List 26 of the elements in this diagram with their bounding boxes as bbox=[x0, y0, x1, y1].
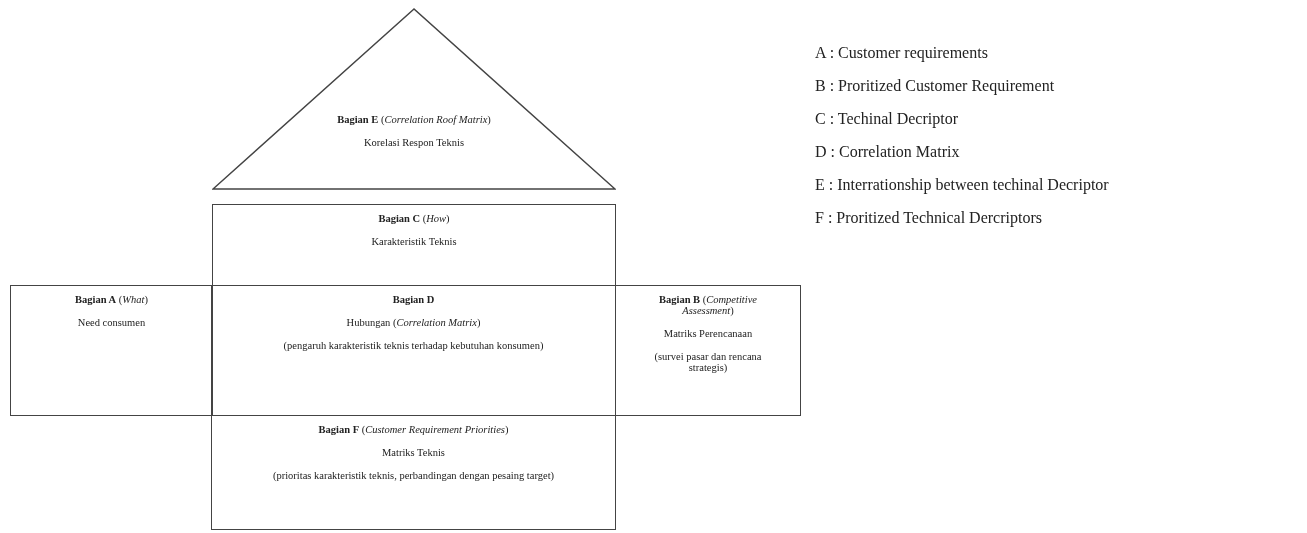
section-text: Matriks Teknis bbox=[381, 447, 446, 458]
legend-note: C : Techinal Decriptor bbox=[815, 110, 958, 128]
legend-note: B : Proritized Customer Requirement bbox=[815, 77, 1055, 95]
legend-note: E : Interrationship between techinal Decriptor bbox=[815, 176, 1109, 194]
section-text: (pengaruh karakteristik teknis terhadap kebutuhan konsumen) bbox=[282, 340, 545, 351]
section-text: Karakteristik Teknis bbox=[370, 236, 458, 247]
section-text: Hubungan (Correlation Matrix) bbox=[345, 317, 482, 328]
legend-note: F : Proritized Technical Dercriptors bbox=[815, 209, 1042, 227]
roof-triangle bbox=[212, 8, 616, 190]
matrix-section bbox=[212, 204, 616, 286]
legend-note: A : Customer requirements bbox=[815, 44, 988, 62]
section-heading: Bagian B (Competitive Assessment) bbox=[658, 294, 758, 316]
section-heading: Bagian C (How) bbox=[377, 213, 451, 224]
matrix-section bbox=[615, 285, 801, 416]
section-text: (survei pasar dan rencana strategis) bbox=[653, 351, 763, 373]
section-text: (prioritas karakteristik teknis, perbandingan dengan pesaing target) bbox=[271, 470, 556, 481]
legend-note: D : Correlation Matrix bbox=[815, 143, 960, 161]
matrix-section bbox=[10, 285, 213, 416]
section-heading: Bagian D bbox=[391, 294, 436, 305]
section-heading: Bagian F (Customer Requirement Priorities) bbox=[317, 424, 510, 435]
matrix-section bbox=[211, 415, 616, 530]
section-text: Korelasi Respon Teknis bbox=[363, 137, 465, 148]
section-heading: Bagian A (What) bbox=[74, 294, 149, 305]
section-heading: Bagian E (Correlation Roof Matrix) bbox=[336, 114, 492, 125]
section-text: Need consumen bbox=[76, 317, 147, 328]
section-text: Matriks Perencanaan bbox=[662, 328, 754, 339]
